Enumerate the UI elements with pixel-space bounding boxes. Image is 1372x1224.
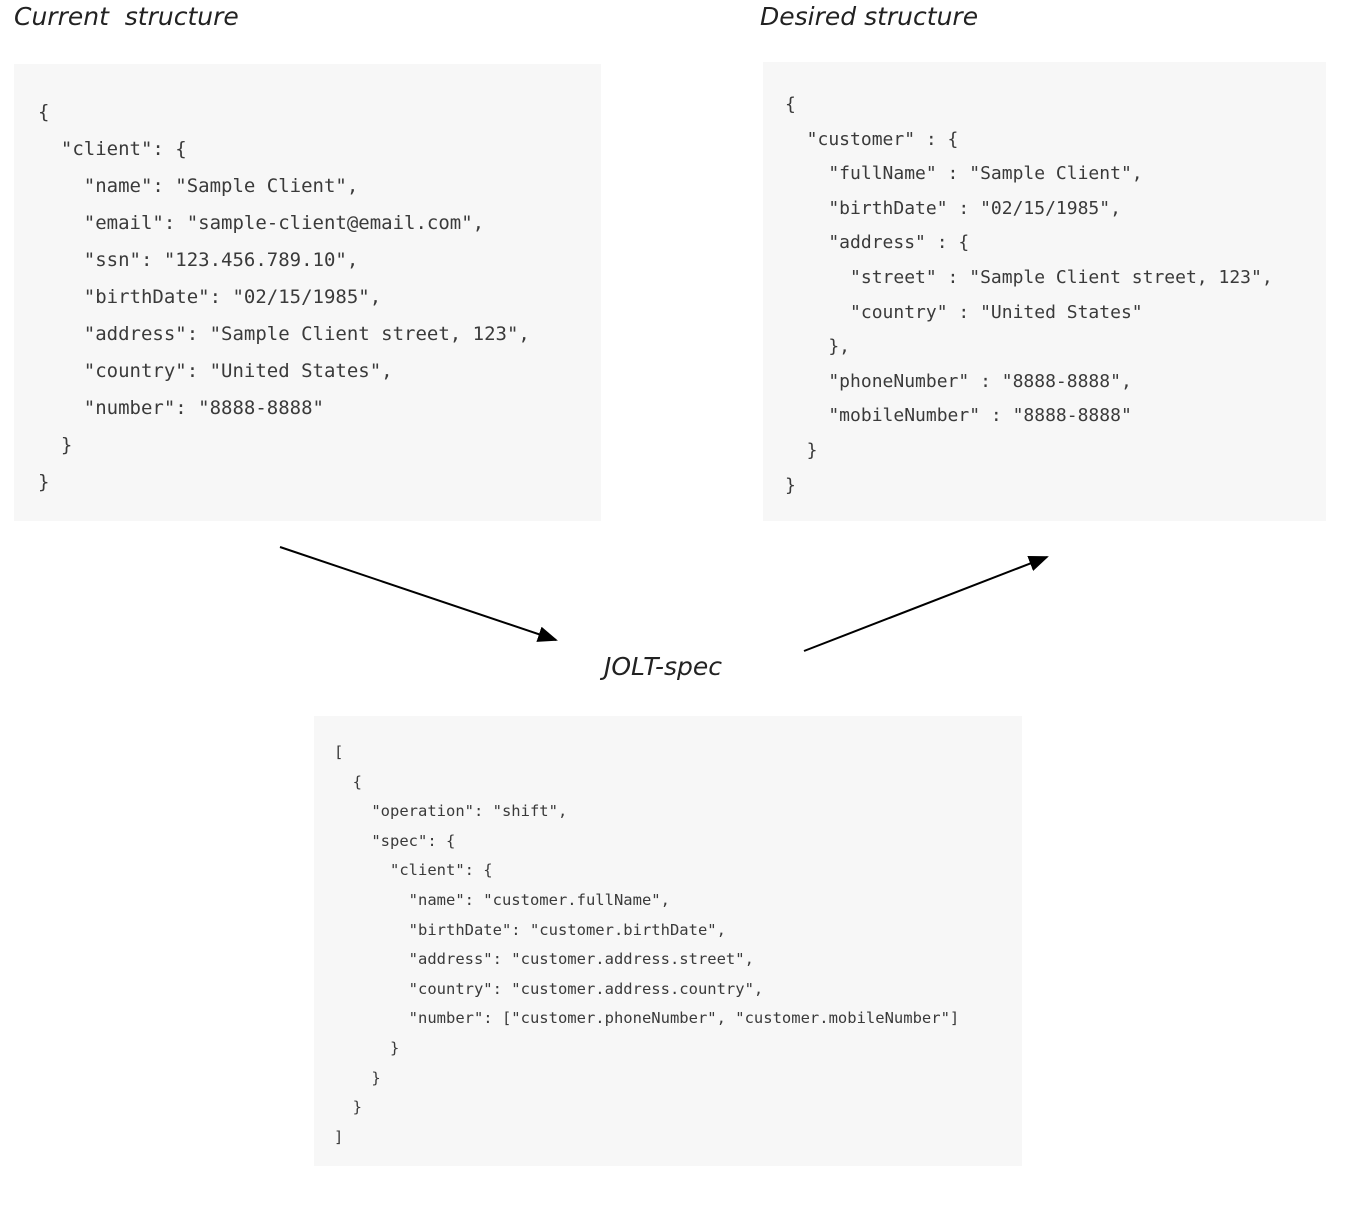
- code-line: "customer" : {: [785, 128, 959, 150]
- arrow-jolt-to-desired: [803, 556, 1049, 652]
- code-line: "address" : {: [785, 232, 970, 254]
- code-line: "address": "Sample Client street, 123",: [38, 323, 530, 345]
- code-line: }: [334, 1098, 362, 1117]
- desired-structure-caption: Desired structure: [760, 2, 979, 31]
- code-line: "number": "8888-8888": [38, 397, 324, 419]
- code-line: "address": "customer.address.street",: [334, 950, 754, 969]
- code-line: "name": "customer.fullName",: [334, 890, 670, 909]
- code-line: "ssn": "123.456.789.10",: [38, 249, 359, 271]
- code-line: },: [785, 336, 851, 358]
- code-line: "mobileNumber" : "8888-8888": [785, 405, 1132, 427]
- code-line: "operation": "shift",: [334, 802, 568, 821]
- code-line: "spec": {: [334, 831, 456, 850]
- code-line: "name": "Sample Client",: [38, 175, 359, 197]
- current-structure-code-block: { "client": { "name": "Sample Client", "…: [14, 64, 601, 521]
- code-line: "fullName" : "Sample Client",: [785, 163, 1143, 185]
- desired-structure-code-block: { "customer" : { "fullName" : "Sample Cl…: [763, 62, 1326, 521]
- code-line: "street" : "Sample Client street, 123",: [785, 266, 1273, 288]
- code-line: "country" : "United States": [785, 301, 1143, 323]
- code-line: "client": {: [38, 138, 187, 160]
- code-line: "phoneNumber" : "8888-8888",: [785, 370, 1132, 392]
- code-line: {: [785, 94, 796, 115]
- code-line: }: [38, 434, 73, 456]
- code-line: {: [334, 772, 362, 791]
- jolt-spec-caption: JOLT-spec: [604, 652, 723, 681]
- code-line: }: [785, 474, 796, 496]
- code-line: }: [334, 1068, 381, 1087]
- code-line: "birthDate": "02/15/1985",: [38, 286, 382, 308]
- code-line: "number": ["customer.phoneNumber", "cust…: [334, 1009, 960, 1028]
- code-line: "client": {: [334, 861, 493, 880]
- code-line: {: [38, 101, 50, 123]
- code-line: "email": "sample-client@email.com",: [38, 212, 485, 234]
- code-line: "country": "customer.address.country",: [334, 979, 764, 998]
- code-line: }: [38, 471, 50, 493]
- code-line: "birthDate" : "02/15/1985",: [785, 197, 1121, 219]
- code-line: "country": "United States",: [38, 360, 393, 382]
- code-line: "birthDate": "customer.birthDate",: [334, 920, 726, 939]
- code-line: ]: [334, 1127, 344, 1146]
- current-structure-caption: Current structure: [14, 2, 239, 31]
- arrow-current-to-jolt: [279, 546, 558, 642]
- code-line: [: [334, 743, 344, 761]
- code-line: }: [334, 1038, 400, 1057]
- code-line: }: [785, 439, 818, 461]
- jolt-spec-code-block: [ { "operation": "shift", "spec": { "cli…: [314, 716, 1022, 1166]
